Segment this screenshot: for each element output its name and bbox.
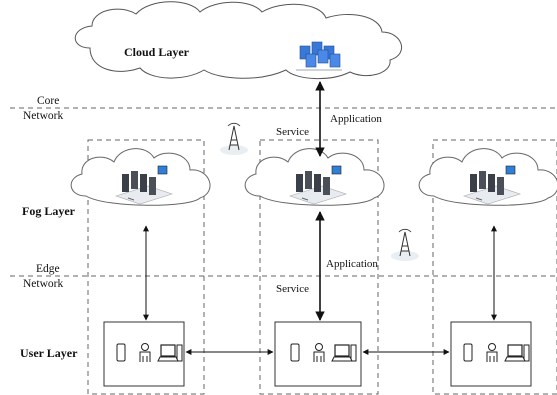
- person-icon: [139, 343, 151, 362]
- smartphone-icon: [116, 343, 126, 362]
- core-network-label: Network: [23, 110, 64, 122]
- desktop-computer-icon: [331, 344, 357, 362]
- desktop-computer-icon: [504, 344, 530, 362]
- edge-network-label: Network: [23, 278, 64, 290]
- core-label: Core: [37, 95, 60, 107]
- smartphone-icon: [290, 343, 300, 362]
- service-label-bottom: Service: [276, 283, 309, 295]
- desktop-computer-icon: [157, 344, 183, 362]
- radio-tower-icon: [391, 228, 419, 261]
- fog-server-icon: [463, 165, 521, 205]
- service-label-top: Service: [276, 126, 309, 138]
- application-label-top: Application: [330, 113, 382, 125]
- user-layer-label: User Layer: [20, 346, 78, 360]
- cloud-icon: [74, 1, 402, 80]
- server-cluster-icon: [296, 41, 342, 71]
- fog-layer-label: Fog Layer: [22, 204, 75, 218]
- smartphone-icon: [463, 343, 473, 362]
- fog-column-left: [87, 139, 205, 395]
- application-label-bottom: Application: [326, 258, 378, 270]
- person-icon: [313, 343, 325, 362]
- fog-server-icon: [289, 165, 347, 205]
- cloud-layer-label: Cloud Layer: [124, 45, 190, 59]
- fog-server-icon: [115, 165, 173, 205]
- person-icon: [486, 343, 498, 362]
- radio-tower-icon: [220, 122, 248, 155]
- edge-label: Edge: [36, 263, 60, 275]
